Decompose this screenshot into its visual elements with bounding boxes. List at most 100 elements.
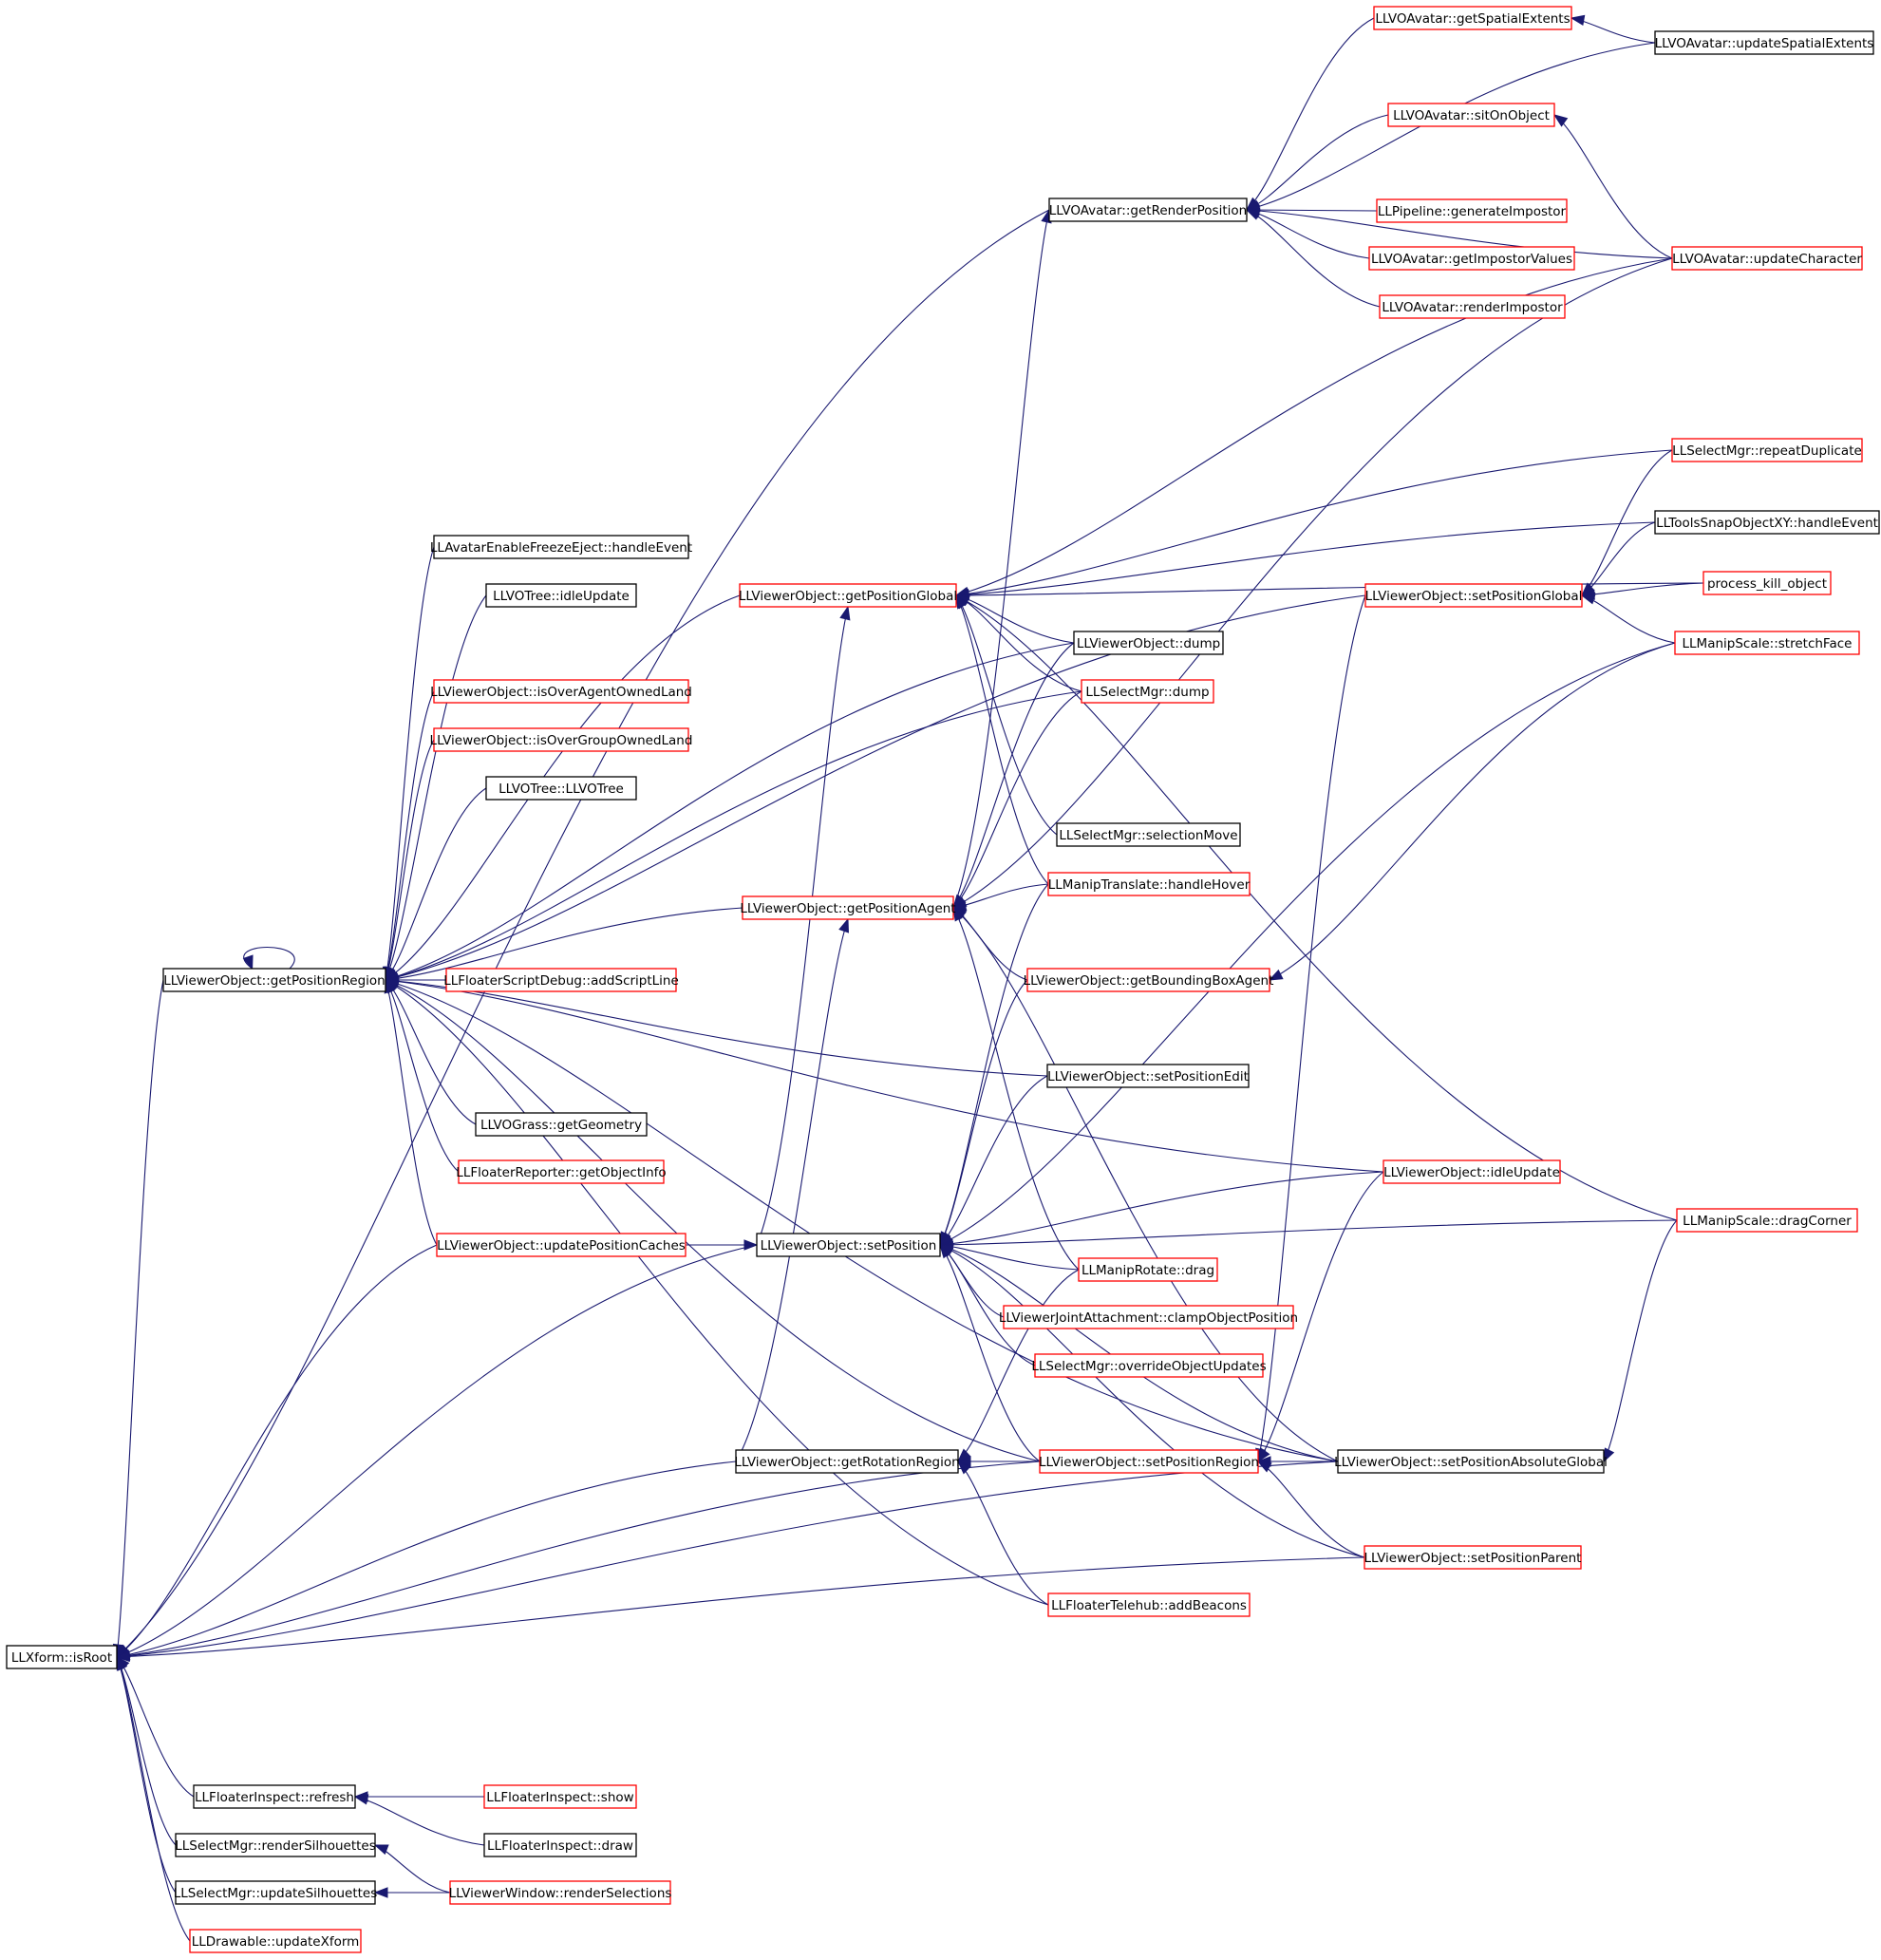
node-label: LLViewerObject::setPositionRegion (1039, 1455, 1259, 1470)
node-get-bounding-box-agent[interactable]: LLViewerObject::getBoundingBoxAgent (1024, 968, 1274, 992)
node-box (458, 1159, 665, 1184)
node-label: LLViewerObject::getPositionGlobal (739, 589, 957, 604)
node-is-over-group-owned-land[interactable]: LLViewerObject::isOverGroupOwnedLand (430, 727, 693, 752)
node-label: LLViewerObject::dump (1077, 636, 1220, 651)
node-rotate-drag[interactable]: LLManipRotate::drag (1078, 1257, 1218, 1282)
edge-set-position-global-to-set-position-region (1255, 594, 1366, 1463)
edge-stretch-face-to-set-position-global (1580, 594, 1676, 644)
edge-set-position-region-to-get-position-region (384, 979, 1041, 1462)
node-vo-tree-idle-update[interactable]: LLVOTree::idleUpdate (485, 583, 637, 608)
node-get-impostor-values[interactable]: LLVOAvatar::getImpostorValues (1368, 246, 1575, 271)
node-update-character[interactable]: LLVOAvatar::updateCharacter (1671, 246, 1863, 271)
node-add-script-line[interactable]: LLFloaterScriptDebug::addScriptLine (443, 968, 679, 992)
node-get-position-region[interactable]: LLViewerObject::getPositionRegion (162, 968, 386, 992)
edge-arrowhead (1552, 114, 1569, 127)
node-vo-tree-ctor[interactable]: LLVOTree::LLVOTree (485, 776, 637, 801)
node-stretch-face[interactable]: LLManipScale::stretchFace (1674, 631, 1860, 655)
node-get-object-info[interactable]: LLFloaterReporter::getObjectInfo (456, 1159, 667, 1184)
node-inspect-show[interactable]: LLFloaterInspect::show (483, 1784, 637, 1809)
edge-set-position-edit-to-set-position (938, 1075, 1048, 1246)
edge-vo-tree-ctor-to-get-position-region (385, 787, 487, 982)
node-label: LLViewerObject::updatePositionCaches (437, 1238, 686, 1253)
node-box (1047, 872, 1251, 896)
edge-rotate-drag-to-get-position-agent (952, 906, 1080, 1271)
edge-render-selections-to-update-silhouettes (373, 1887, 450, 1898)
node-is-over-agent-owned-land[interactable]: LLViewerObject::isOverAgentOwnedLand (430, 679, 692, 704)
node-set-position-absolute-global[interactable]: LLViewerObject::setPositionAbsoluteGloba… (1334, 1449, 1608, 1474)
edge-vo-dump-to-get-position-agent (952, 642, 1075, 910)
edge-vo-tree-idle-update-to-get-position-region (385, 594, 487, 982)
node-label: LLSelectMgr::repeatDuplicate (1672, 443, 1862, 459)
node-process-kill-object[interactable]: process_kill_object (1702, 571, 1832, 595)
node-get-render-position[interactable]: LLVOAvatar::getRenderPosition (1048, 198, 1248, 222)
node-box (1364, 1545, 1582, 1570)
node-sm-dump[interactable]: LLSelectMgr::dump (1081, 679, 1214, 704)
node-box (1003, 1305, 1294, 1329)
edge-set-position-absolute-global-to-is-root (115, 1461, 1339, 1662)
node-set-position-parent[interactable]: LLViewerObject::setPositionParent (1364, 1545, 1582, 1570)
edge-arrowhead (938, 1244, 954, 1255)
node-label: LLDrawable::updateXform (192, 1934, 360, 1950)
node-label: LLViewerObject::setPositionParent (1364, 1551, 1582, 1566)
node-get-rotation-region[interactable]: LLViewerObject::getRotationRegion (734, 1449, 960, 1474)
edge-get-rotation-region-to-is-root (115, 1461, 737, 1661)
edge-get-spatial-extents-to-get-render-position (1245, 17, 1375, 211)
node-label: LLViewerObject::setPositionGlobal (1365, 589, 1583, 604)
node-update-position-caches[interactable]: LLViewerObject::updatePositionCaches (436, 1233, 687, 1257)
node-update-silhouettes[interactable]: LLSelectMgr::updateSilhouettes (174, 1880, 378, 1905)
node-override-object-updates[interactable]: LLSelectMgr::overrideObjectUpdates (1031, 1353, 1267, 1378)
node-box (175, 1880, 376, 1905)
node-inspect-refresh[interactable]: LLFloaterInspect::refresh (193, 1784, 356, 1809)
node-label: LLFloaterReporter::getObjectInfo (456, 1165, 666, 1180)
node-label: LLManipScale::dragCorner (1683, 1214, 1852, 1229)
node-selection-move[interactable]: LLSelectMgr::selectionMove (1056, 822, 1241, 847)
node-tools-snap-handle-event[interactable]: LLToolsSnapObjectXY::handleEvent (1654, 510, 1880, 535)
node-set-position-global[interactable]: LLViewerObject::setPositionGlobal (1364, 583, 1583, 608)
edge-update-character-to-sit-on-object (1552, 114, 1673, 259)
edge-arrowhead (1570, 14, 1586, 26)
node-set-position-region[interactable]: LLViewerObject::setPositionRegion (1039, 1449, 1259, 1474)
node-label: LLViewerObject::getBoundingBoxAgent (1024, 973, 1274, 989)
node-add-beacons[interactable]: LLFloaterTelehub::addBeacons (1047, 1592, 1251, 1617)
node-get-spatial-extents[interactable]: LLVOAvatar::getSpatialExtents (1373, 6, 1572, 30)
node-inspect-draw[interactable]: LLFloaterInspect::draw (483, 1833, 637, 1857)
node-clamp-object-position[interactable]: LLViewerJointAttachment::clampObjectPosi… (999, 1305, 1298, 1329)
node-box (1039, 1449, 1259, 1474)
node-update-xform[interactable]: LLDrawable::updateXform (189, 1929, 362, 1953)
node-label: LLFloaterTelehub::addBeacons (1051, 1598, 1247, 1613)
node-drag-corner[interactable]: LLManipScale::dragCorner (1676, 1208, 1858, 1233)
node-generate-impostor[interactable]: LLPipeline::generateImpostor (1376, 198, 1568, 223)
node-box (1671, 438, 1863, 462)
node-label: LLSelectMgr::renderSilhouettes (175, 1838, 376, 1854)
node-render-impostor[interactable]: LLVOAvatar::renderImpostor (1379, 294, 1566, 319)
node-repeat-duplicate[interactable]: LLSelectMgr::repeatDuplicate (1671, 438, 1863, 462)
node-box (483, 1784, 637, 1809)
edge-vo-idle-update-to-set-position-region (1257, 1171, 1384, 1463)
node-label: LLVOAvatar::renderImpostor (1382, 300, 1563, 315)
node-render-selections[interactable]: LLViewerWindow::renderSelections (449, 1880, 672, 1905)
node-sit-on-object[interactable]: LLVOAvatar::sitOnObject (1387, 103, 1555, 127)
edge-stretch-face-to-get-bounding-box-agent (1268, 642, 1676, 981)
node-avatar-freeze-handle-event[interactable]: LLAvatarEnableFreezeEject::handleEvent (430, 535, 692, 559)
node-handle-hover[interactable]: LLManipTranslate::handleHover (1047, 872, 1251, 896)
node-label: LLFloaterInspect::draw (487, 1838, 633, 1854)
edge-drag-corner-to-get-position-global (954, 594, 1678, 1221)
node-set-position-edit[interactable]: LLViewerObject::setPositionEdit (1046, 1064, 1250, 1088)
node-set-position[interactable]: LLViewerObject::setPosition (756, 1233, 941, 1257)
edge-get-render-position-to-is-root (115, 209, 1050, 1658)
edge-set-position-absolute-global-to-get-position-region (384, 978, 1339, 1462)
node-vo-dump[interactable]: LLViewerObject::dump (1073, 631, 1224, 655)
node-box (1376, 198, 1568, 223)
node-get-position-global[interactable]: LLViewerObject::getPositionGlobal (739, 583, 957, 608)
node-vo-idle-update[interactable]: LLViewerObject::idleUpdate (1383, 1159, 1561, 1184)
node-get-geometry[interactable]: LLVOGrass::getGeometry (475, 1112, 648, 1137)
node-update-spatial-extents[interactable]: LLVOAvatar::updateSpatialExtents (1654, 30, 1874, 55)
node-get-position-agent[interactable]: LLViewerObject::getPositionAgent (740, 895, 956, 920)
edge-repeat-duplicate-to-get-position-global (954, 449, 1673, 600)
node-box (449, 1880, 671, 1905)
edge-arrowhead (1256, 1461, 1272, 1473)
node-box (1047, 1592, 1251, 1617)
node-label: LLSelectMgr::updateSilhouettes (174, 1886, 378, 1901)
node-render-silhouettes[interactable]: LLSelectMgr::renderSilhouettes (175, 1833, 376, 1857)
